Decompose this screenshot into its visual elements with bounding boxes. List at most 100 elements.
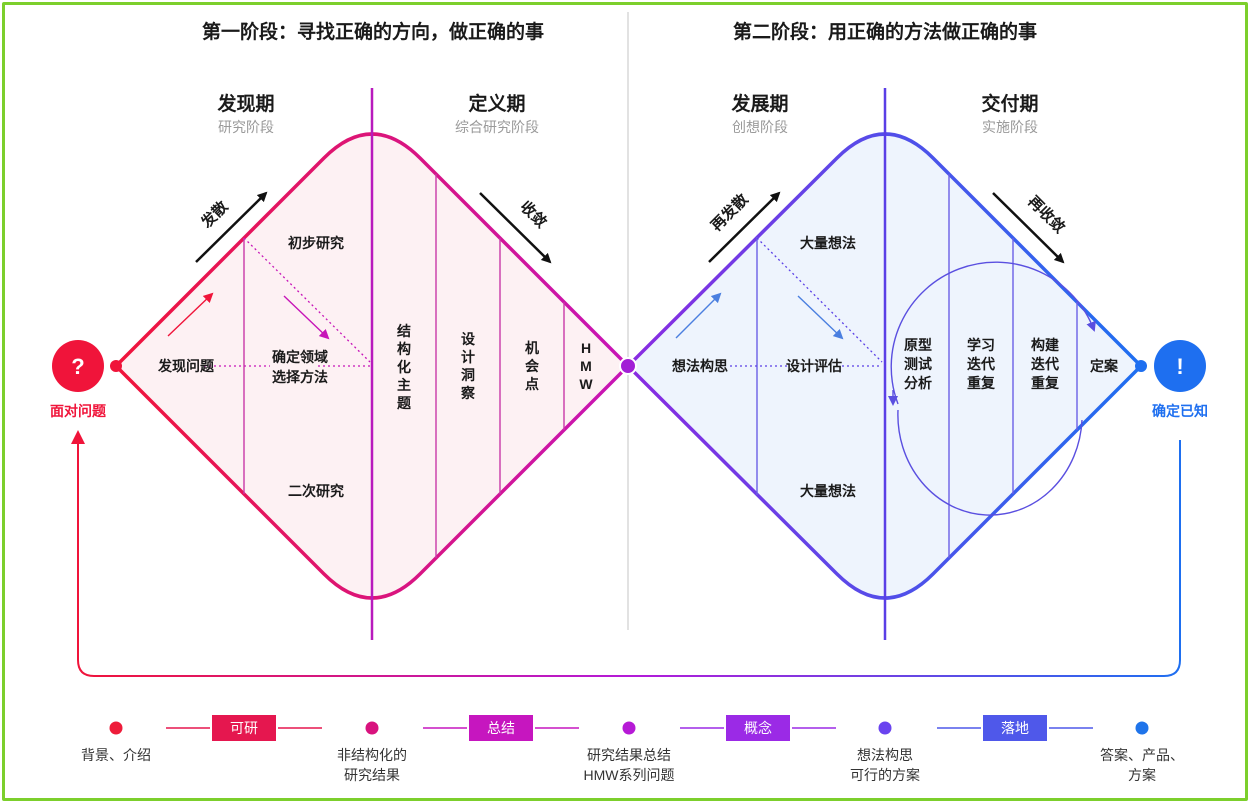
timeline-dot <box>622 721 636 735</box>
question-mark-glyph: ? <box>71 354 84 379</box>
d2-column-learn-iterate: 学习 迭代 重复 <box>967 337 996 391</box>
phase-define-title: 定义期 <box>468 92 525 115</box>
d2-left-label: 想法构思 <box>671 358 728 374</box>
phase-deliver-subtitle: 实施阶段 <box>982 119 1038 135</box>
d1-small-arrow-icon <box>283 295 330 340</box>
exclamation-mark-glyph: ! <box>1176 354 1183 379</box>
pill-feasibility <box>212 715 276 741</box>
svg-text:重复: 重复 <box>1031 375 1060 391</box>
timeline-dot <box>1135 721 1149 735</box>
converge-label: 收敛 <box>517 197 551 231</box>
svg-text:察: 察 <box>461 385 476 401</box>
diverge-label: 发散 <box>197 197 232 232</box>
phase-develop-subtitle: 创想阶段 <box>732 119 788 135</box>
timeline-step-text: HMW系列问题 <box>584 767 675 783</box>
d2-small-arrow-icon <box>675 292 722 339</box>
start-junction-dot <box>110 360 122 372</box>
svg-text:主: 主 <box>397 377 411 393</box>
timeline-dot <box>365 721 379 735</box>
svg-text:机: 机 <box>525 340 539 356</box>
d1-center-label-1: 确定领域 <box>272 349 328 365</box>
svg-text:设: 设 <box>461 331 476 347</box>
timeline-step-text: 研究结果总结 <box>587 747 671 763</box>
svg-text:M: M <box>580 358 592 374</box>
d2-top-label: 大量想法 <box>800 235 856 251</box>
timeline-step-text: 背景、介绍 <box>81 747 151 763</box>
d2-center-label: 设计评估 <box>786 358 842 374</box>
timeline-step-text: 非结构化的 <box>337 747 407 763</box>
svg-text:重复: 重复 <box>967 375 996 391</box>
timeline-dot <box>109 721 123 735</box>
svg-text:结: 结 <box>397 323 411 339</box>
phase-discover-subtitle: 研究阶段 <box>218 119 274 135</box>
d1-column-design-insights: 设 计 洞 察 <box>461 331 476 401</box>
question-icon <box>52 340 104 392</box>
middle-junction-dot <box>619 357 637 375</box>
converge-arrow-icon <box>479 192 552 264</box>
svg-text:迭代: 迭代 <box>967 356 995 372</box>
diverge-arrow-icon <box>195 191 268 263</box>
phase-define-subtitle: 综合研究阶段 <box>455 119 539 135</box>
d2-small-arrow-icon <box>797 295 844 340</box>
phase-discover-title: 发现期 <box>216 92 274 115</box>
feedback-loop-arrow-icon <box>71 430 85 444</box>
phase-develop-title: 发展期 <box>730 92 788 115</box>
timeline: 可研 总结 概念 落地 背景、介绍 非结构化的 研究结果 研究结果总结 HMW系… <box>81 715 1184 783</box>
rediverge-label: 再发散 <box>707 189 752 234</box>
d1-column-opportunities: 机 会 点 <box>525 340 540 392</box>
svg-text:点: 点 <box>525 376 539 392</box>
svg-text:洞: 洞 <box>461 367 475 383</box>
d2-column-prototype-test: 原型 测试 分析 <box>904 337 932 391</box>
svg-text:构: 构 <box>397 341 411 357</box>
timeline-dot <box>878 721 892 735</box>
svg-text:学习: 学习 <box>967 337 995 353</box>
stage-1-title: 第一阶段：寻找正确的方向，做正确的事 <box>202 20 544 43</box>
timeline-step-text: 研究结果 <box>344 767 400 783</box>
pill-landing-label: 落地 <box>1001 720 1029 736</box>
exclamation-icon <box>1154 340 1206 392</box>
pill-summary <box>469 715 533 741</box>
svg-text:题: 题 <box>397 395 412 411</box>
d1-left-label: 发现问题 <box>157 358 215 374</box>
d2-bottom-label: 大量想法 <box>800 483 856 499</box>
timeline-step-text: 想法构思 <box>857 747 913 763</box>
svg-text:W: W <box>579 376 593 392</box>
phase-deliver-title: 交付期 <box>981 92 1038 115</box>
pill-feasibility-label: 可研 <box>230 720 258 736</box>
pill-summary-label: 总结 <box>487 720 515 736</box>
svg-text:测试: 测试 <box>904 356 932 372</box>
end-junction-dot <box>1135 360 1147 372</box>
reconverge-arrow-icon <box>992 192 1065 264</box>
d1-bottom-label: 二次研究 <box>288 483 344 499</box>
end-label: 确定已知 <box>1152 403 1208 419</box>
iteration-loop-arc-lower <box>897 409 1083 516</box>
svg-text:迭代: 迭代 <box>1031 356 1059 372</box>
pill-concept-label: 概念 <box>744 720 772 736</box>
pill-landing <box>983 715 1047 741</box>
svg-text:化: 化 <box>397 359 411 375</box>
timeline-step-text: 方案 <box>1128 767 1156 783</box>
rediverge-arrow-icon <box>708 191 781 263</box>
d2-column-final: 定案 <box>1090 358 1119 374</box>
d2-column-build-iterate: 构建 迭代 重复 <box>1031 337 1060 391</box>
svg-text:会: 会 <box>525 358 540 374</box>
svg-text:原型: 原型 <box>904 337 932 353</box>
iteration-loop-arc <box>890 261 1096 405</box>
timeline-step-text: 可行的方案 <box>850 767 920 783</box>
svg-text:分析: 分析 <box>904 375 932 391</box>
start-label: 面对问题 <box>50 403 107 419</box>
svg-text:计: 计 <box>461 349 475 365</box>
feedback-loop <box>77 440 1181 677</box>
d1-center-label-2: 选择方法 <box>272 369 328 385</box>
stage-2-title: 第二阶段：用正确的方法做正确的事 <box>733 20 1037 43</box>
svg-text:构建: 构建 <box>1031 337 1059 353</box>
pill-concept <box>726 715 790 741</box>
timeline-step-text: 答案、产品、 <box>1100 747 1184 763</box>
d1-column-hmw: H M W <box>579 340 593 392</box>
d1-small-arrow-icon <box>167 292 214 337</box>
svg-text:H: H <box>581 340 591 356</box>
d1-top-label: 初步研究 <box>288 235 344 251</box>
d2-dotted-diagonal <box>756 237 883 363</box>
